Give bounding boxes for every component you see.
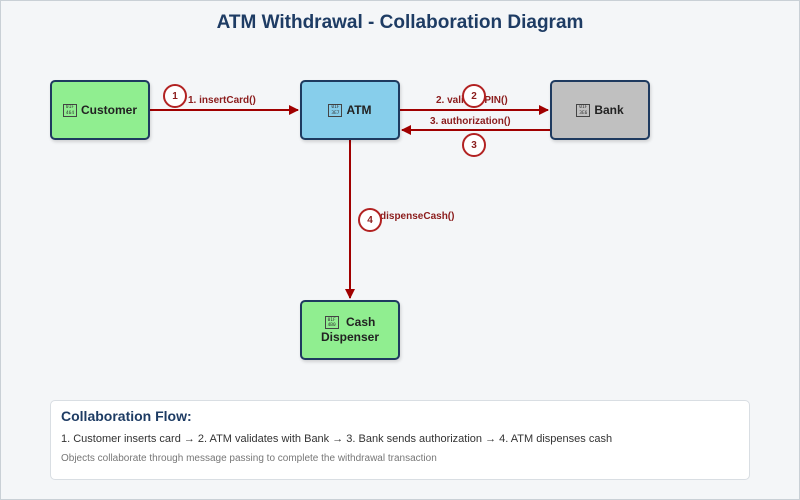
cash-dispenser-node: 01F 4B0 Cash Dispenser <box>300 300 400 360</box>
atm-icon: 01F 3E7 <box>328 103 343 117</box>
step-number-4: 4 <box>358 208 382 232</box>
money-icon: 01F 4B0 <box>324 316 339 330</box>
collaboration-flow-panel: Collaboration Flow: 1. Customer inserts … <box>50 400 750 480</box>
legend-note: Objects collaborate through message pass… <box>61 453 437 464</box>
person-icon: 01F 464 <box>62 103 77 117</box>
atm-node: 01F 3E7 ATM <box>300 80 400 140</box>
bank-icon: 01F 3E6 <box>576 103 591 117</box>
message-label-authorization: 3. authorization() <box>430 116 511 127</box>
step-number-1: 1 <box>163 84 187 108</box>
bank-label: Bank <box>594 103 624 117</box>
customer-label: Customer <box>80 103 137 117</box>
step-number-2: 2 <box>462 84 486 108</box>
diagram-title: ATM Withdrawal - Collaboration Diagram <box>216 12 584 33</box>
atm-label: ATM <box>346 103 372 117</box>
step-number-3: 3 <box>462 133 486 157</box>
cash-dispenser-label-line2: Dispenser <box>320 330 380 344</box>
message-label-dispense-cash: dispenseCash() <box>380 211 455 222</box>
customer-node: 01F 464 Customer <box>50 80 150 140</box>
legend-description: 1. Customer inserts card → 2. ATM valida… <box>61 433 613 445</box>
bank-node: 01F 3E6 Bank <box>550 80 650 140</box>
message-label-insert-card: 1. insertCard() <box>188 95 256 106</box>
legend-title: Collaboration Flow: <box>61 408 192 424</box>
cash-dispenser-label-line1: Cash <box>346 315 376 329</box>
